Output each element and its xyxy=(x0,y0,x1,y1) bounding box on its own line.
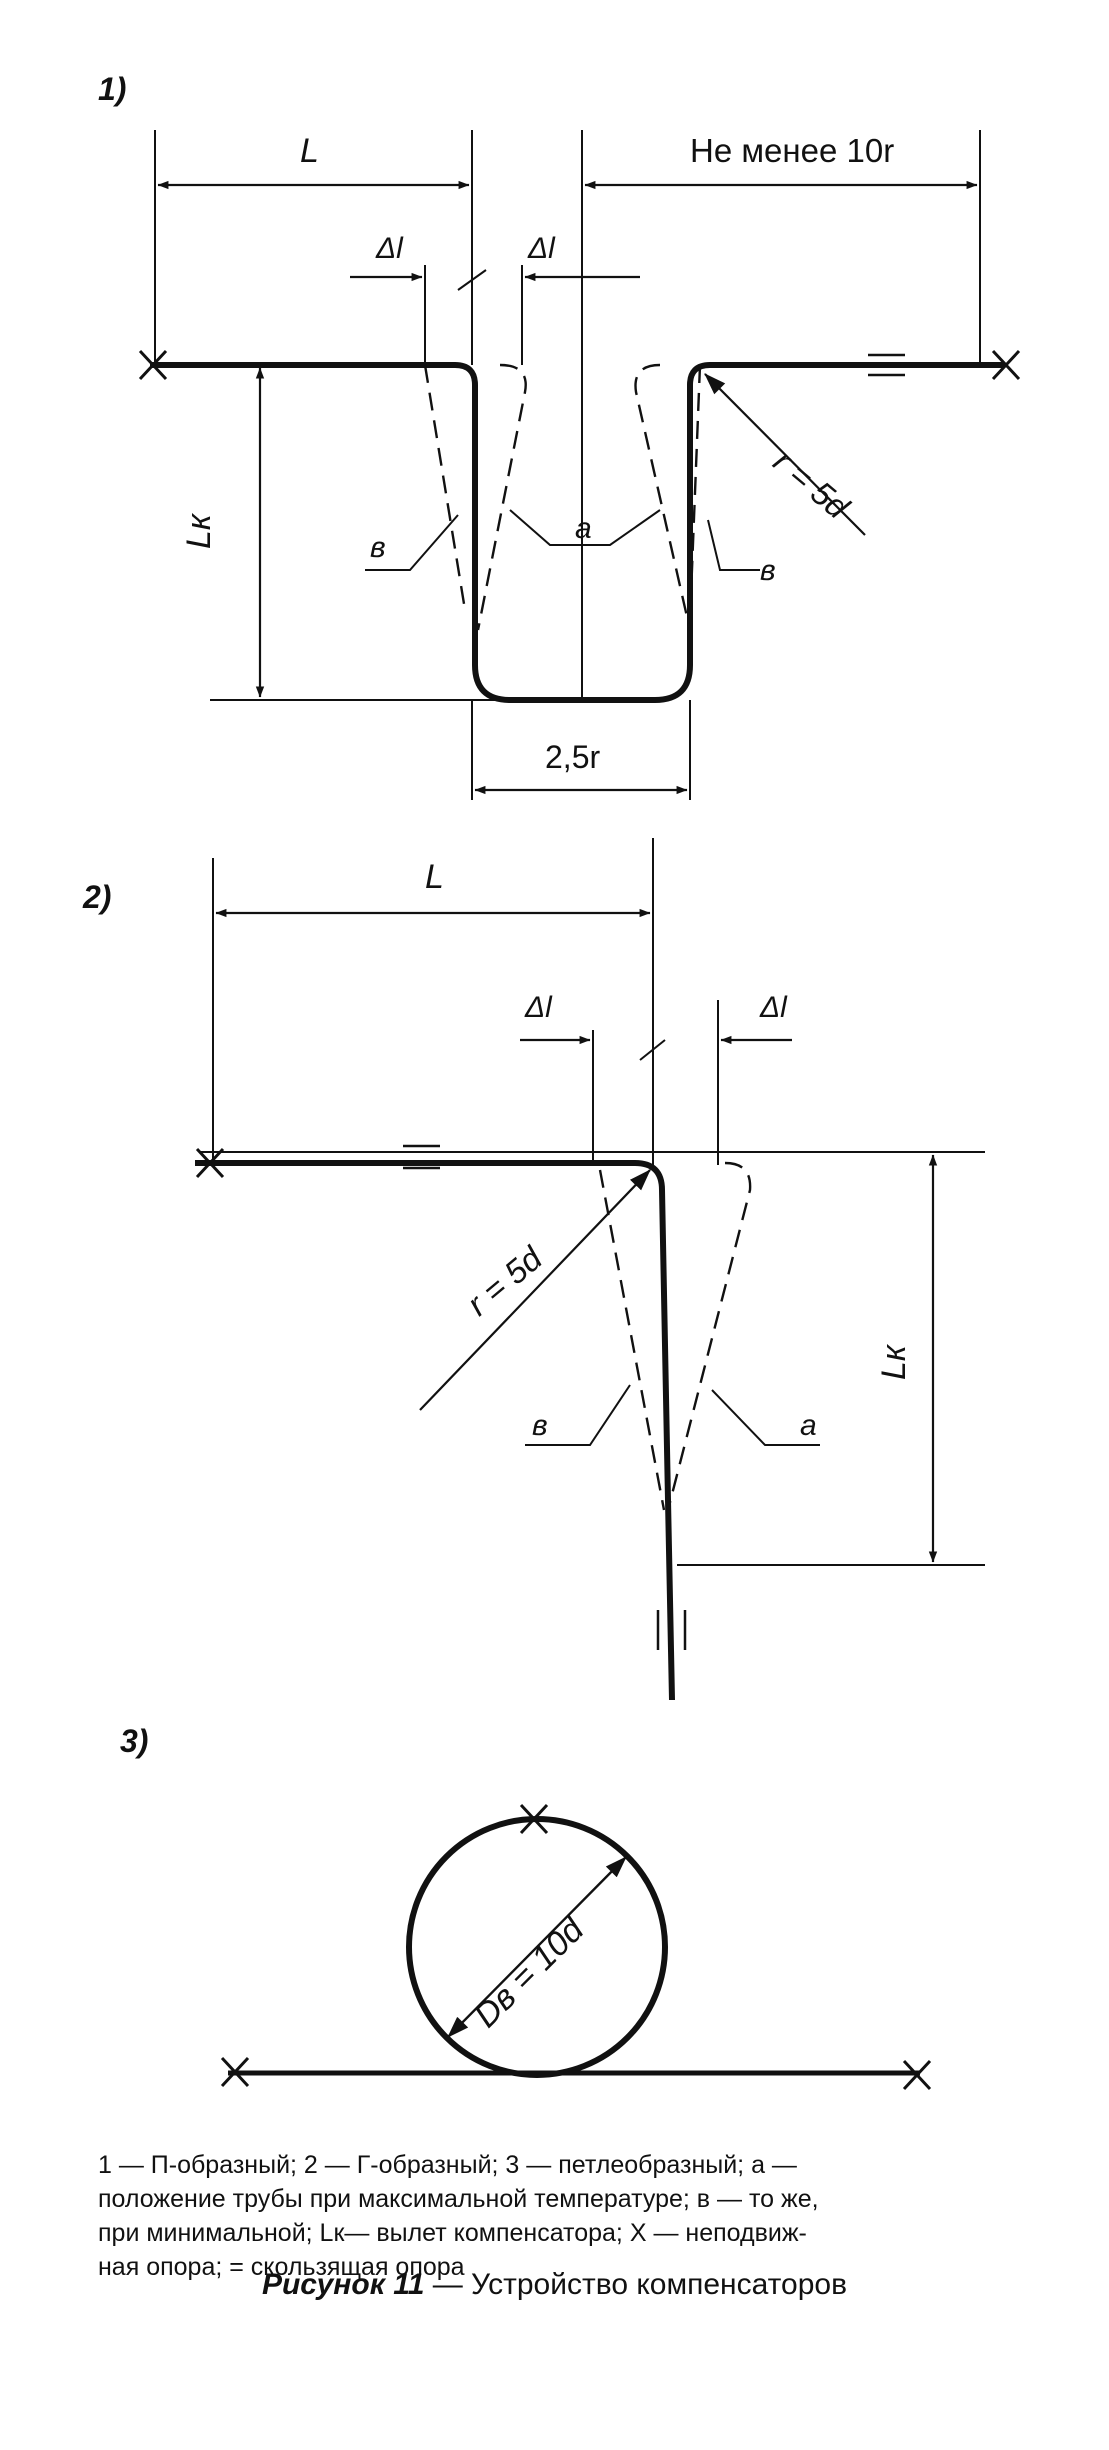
panel-1-dim-L: L xyxy=(300,132,319,170)
panel-3-loop: 3) Dв = 10d xyxy=(120,1723,932,2091)
panel-1-u-shaped: 1) xyxy=(98,71,1021,800)
panel-1-Lk: Lк xyxy=(180,512,218,549)
panel-2-number: 2) xyxy=(82,879,111,915)
panel-1-dim-min: Не менее 10r xyxy=(690,132,894,169)
panel-3-fixed-support-top xyxy=(519,1803,549,1835)
panel-2-sliding-support-horizontal xyxy=(403,1144,440,1170)
panel-1-dashed-positions xyxy=(423,363,702,631)
compensator-diagram: 1) xyxy=(82,71,1021,2091)
panel-2-label-b: в xyxy=(532,1409,548,1442)
panel-3-fixed-support-left xyxy=(220,2056,250,2088)
figure-title: Рисунок 11 — Устройство компенсаторов xyxy=(0,2268,1109,2302)
panel-1-delta-left: Δl xyxy=(375,232,404,265)
panel-1-sliding-support xyxy=(868,353,905,377)
figure-title-text: — Устройство компенсаторов xyxy=(424,2268,848,2301)
panel-1-fixed-support-right xyxy=(991,349,1021,381)
panel-1-label-b-right: в xyxy=(760,554,776,587)
panel-2-l-shaped: 2) xyxy=(82,838,985,1701)
legend-line-1: 1 — П-образный; 2 — Г-образный; 3 — петл… xyxy=(98,2151,797,2179)
panel-1-dimension-arrows xyxy=(157,180,978,795)
panel-3-fixed-support-right xyxy=(902,2059,932,2091)
panel-1-label-b-left: в xyxy=(370,531,386,564)
panel-1-width: 2,5r xyxy=(545,739,600,775)
panel-2-extension-lines xyxy=(200,838,985,1566)
figure-title-label: Рисунок 11 xyxy=(261,2268,425,2301)
legend-line-3: при минимальной; Lк— вылет компенсатора;… xyxy=(98,2219,807,2247)
panel-2-dim-L: L xyxy=(425,858,444,896)
panel-2-label-leaders xyxy=(525,1384,820,1446)
panel-1-label-leaders xyxy=(365,509,760,571)
panel-2-dimension-arrows xyxy=(215,908,938,1563)
panel-2-sliding-support-vertical xyxy=(656,1610,687,1650)
panel-3-number: 3) xyxy=(120,1723,148,1759)
figure-legend: 1 — П-образный; 2 — Г-образный; 3 — петл… xyxy=(98,2148,998,2284)
panel-2-label-a: а xyxy=(800,1409,817,1442)
panel-2-dashed-positions xyxy=(598,1161,752,1511)
panel-1-delta-right: Δl xyxy=(527,232,556,265)
panel-2-radius-leader xyxy=(419,1169,651,1411)
legend-line-2: положение трубы при максимальной темпера… xyxy=(98,2185,819,2213)
panel-1-radius-leader xyxy=(704,373,866,536)
panel-1-pipe xyxy=(150,362,1005,703)
panel-1-fixed-support-left xyxy=(138,349,168,381)
panel-2-delta-right: Δl xyxy=(759,991,788,1024)
panel-2-delta-left: Δl xyxy=(524,991,553,1024)
panel-2-Lk: Lк xyxy=(875,1343,913,1380)
panel-2-pipe xyxy=(195,1160,675,1701)
panel-1-number: 1) xyxy=(98,71,126,107)
panel-1-label-a: а xyxy=(575,512,592,545)
panel-3-diameter-arrow xyxy=(447,1856,627,2038)
panel-3-diameter: Dв = 10d xyxy=(467,1910,592,2035)
panel-2-radius: r = 5d xyxy=(460,1238,550,1322)
legend-line-4: ная опора; = скользящая опора xyxy=(98,2253,465,2281)
panel-2-fixed-support xyxy=(195,1147,225,1179)
